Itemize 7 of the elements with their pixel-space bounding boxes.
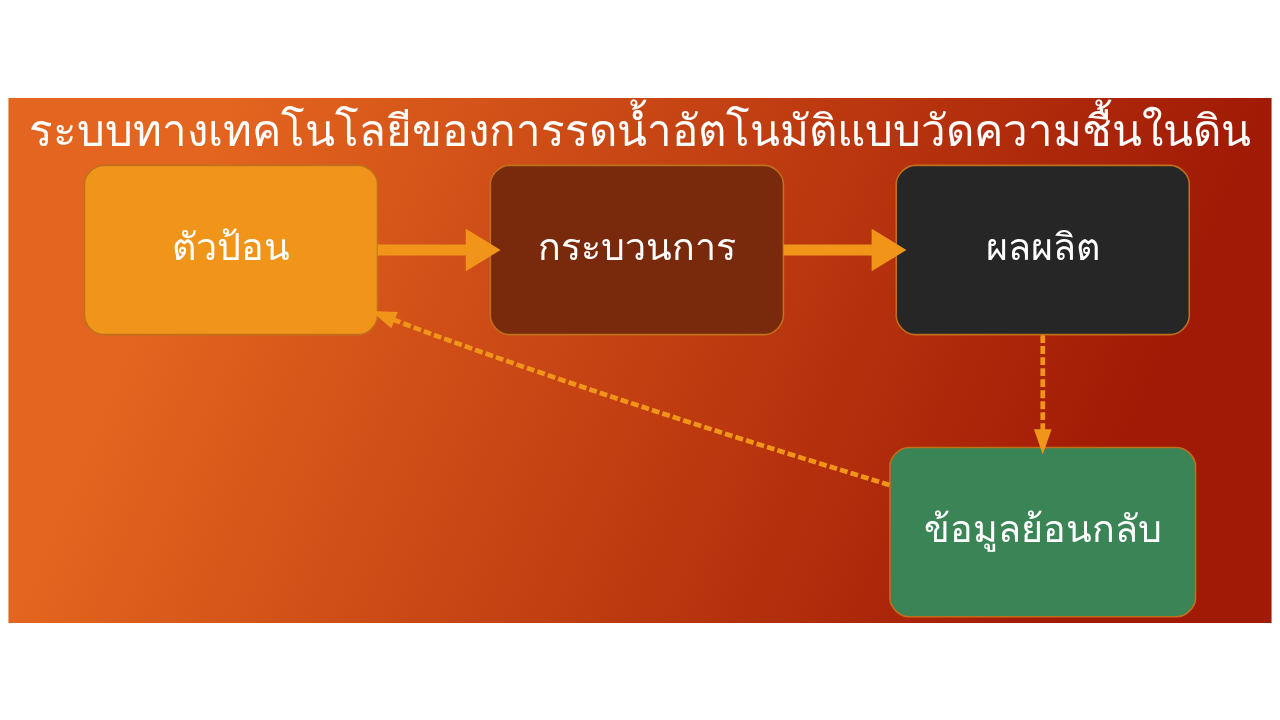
arrow bbox=[783, 228, 907, 271]
arrow bbox=[377, 228, 501, 271]
node-box: ข้อมูลย้อนกลับ bbox=[889, 446, 1197, 617]
node-box: ตัวป้อน bbox=[83, 164, 379, 335]
arrow bbox=[1033, 334, 1052, 454]
node-box: ผลผลิต bbox=[895, 164, 1191, 335]
node-box: กระบวนการ bbox=[489, 164, 785, 335]
